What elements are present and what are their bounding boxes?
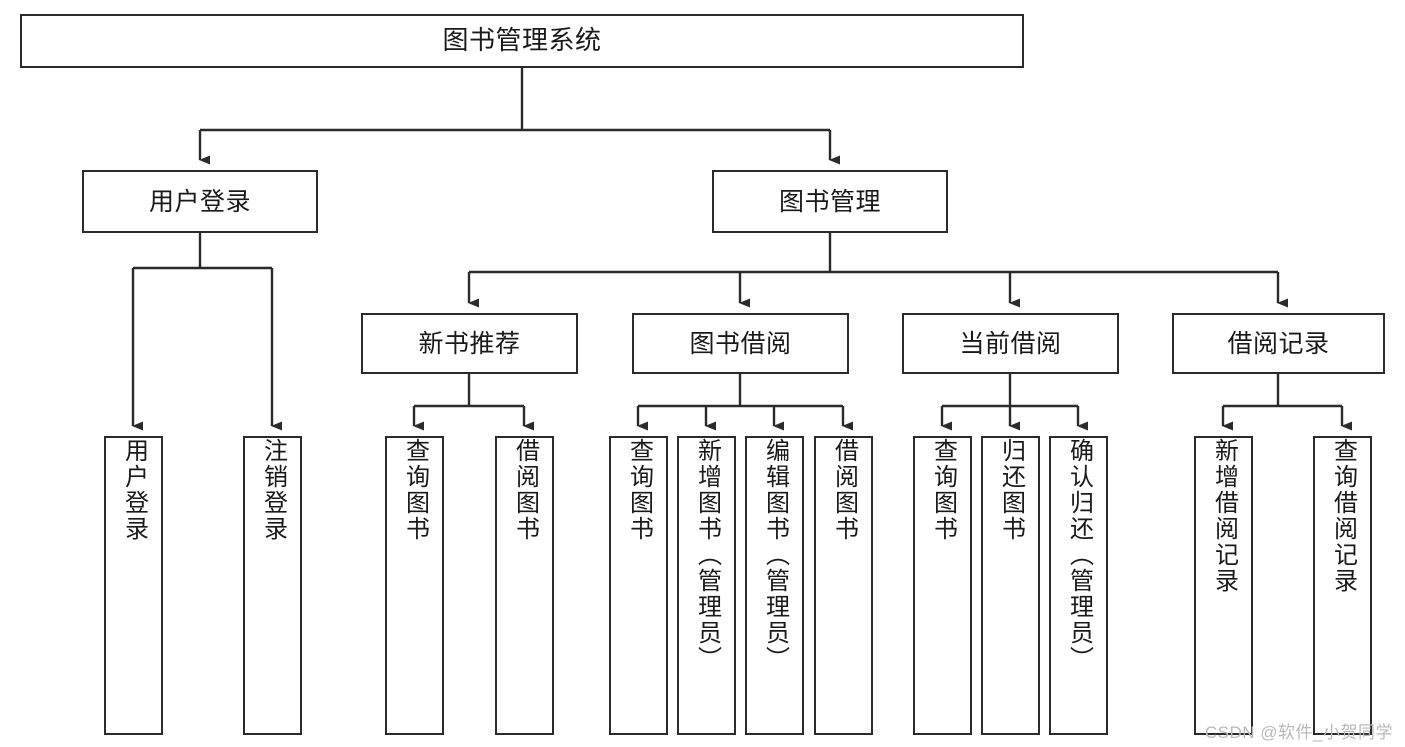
leaf-book-borrow-add[interactable]: 新增图书（管理员）	[677, 436, 736, 735]
leaf-book-borrow-edit-label: 编辑图书（管理员）	[761, 438, 789, 672]
leaf-borrow-record-query[interactable]: 查询借阅记录	[1313, 436, 1372, 735]
leaf-book-borrow-add-label: 新增图书（管理员）	[693, 438, 721, 672]
leaf-new-book-borrow[interactable]: 借阅图书	[495, 436, 554, 735]
leaf-new-book-borrow-label: 借阅图书	[511, 438, 539, 542]
node-current-borrow-label: 当前借阅	[959, 329, 1062, 358]
leaf-current-borrow-return-label: 归还图书	[997, 438, 1025, 542]
leaf-user-login-logout[interactable]: 注销登录	[243, 436, 302, 735]
leaf-new-book-query[interactable]: 查询图书	[385, 436, 444, 735]
leaf-current-borrow-query[interactable]: 查询图书	[913, 436, 972, 735]
leaf-user-login-login[interactable]: 用户登录	[104, 436, 163, 735]
node-new-book-recommend[interactable]: 新书推荐	[361, 313, 578, 374]
node-book-management[interactable]: 图书管理	[712, 170, 948, 233]
leaf-borrow-record-add-label: 新增借阅记录	[1210, 438, 1238, 594]
leaf-user-login-login-label: 用户登录	[120, 438, 148, 542]
node-book-management-label: 图书管理	[778, 187, 881, 216]
leaf-new-book-query-label: 查询图书	[401, 438, 429, 542]
node-current-borrow[interactable]: 当前借阅	[902, 313, 1119, 374]
leaf-current-borrow-return[interactable]: 归还图书	[981, 436, 1040, 735]
leaf-user-login-logout-label: 注销登录	[259, 438, 287, 542]
node-borrow-record-label: 借阅记录	[1227, 329, 1330, 358]
node-borrow-record[interactable]: 借阅记录	[1172, 313, 1385, 374]
node-user-login[interactable]: 用户登录	[82, 170, 318, 233]
leaf-current-borrow-confirm[interactable]: 确认归还（管理员）	[1049, 436, 1108, 735]
leaf-borrow-record-add[interactable]: 新增借阅记录	[1194, 436, 1253, 735]
leaf-book-borrow-query[interactable]: 查询图书	[609, 436, 668, 735]
leaf-book-borrow-edit[interactable]: 编辑图书（管理员）	[745, 436, 804, 735]
leaf-current-borrow-confirm-label: 确认归还（管理员）	[1065, 438, 1093, 672]
leaf-book-borrow-query-label: 查询图书	[625, 438, 653, 542]
node-root-label: 图书管理系统	[442, 25, 602, 56]
csdn-watermark: CSDN @软件_小贺同学	[1204, 723, 1393, 742]
node-root-library-system[interactable]: 图书管理系统	[20, 14, 1024, 68]
leaf-book-borrow-borrow-label: 借阅图书	[830, 438, 858, 542]
node-book-borrow[interactable]: 图书借阅	[632, 313, 849, 374]
node-user-login-label: 用户登录	[148, 187, 251, 216]
leaf-borrow-record-query-label: 查询借阅记录	[1329, 438, 1357, 594]
leaf-book-borrow-borrow[interactable]: 借阅图书	[814, 436, 873, 735]
node-book-borrow-label: 图书借阅	[689, 329, 792, 358]
node-new-book-recommend-label: 新书推荐	[418, 329, 521, 358]
leaf-current-borrow-query-label: 查询图书	[929, 438, 957, 542]
